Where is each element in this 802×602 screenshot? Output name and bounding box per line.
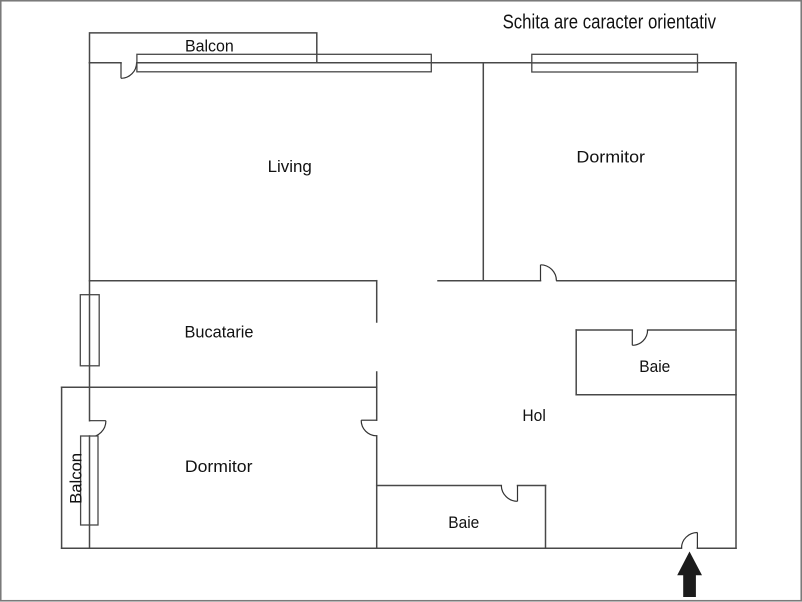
svg-text:Dormitor: Dormitor <box>576 148 645 167</box>
svg-text:Baie: Baie <box>639 357 670 376</box>
svg-text:Balcon: Balcon <box>185 37 234 55</box>
svg-text:Living: Living <box>268 157 312 176</box>
svg-text:Bucatarie: Bucatarie <box>185 322 254 341</box>
svg-text:Baie: Baie <box>448 513 479 532</box>
svg-text:Hol: Hol <box>522 406 545 425</box>
svg-text:Schita are caracter orientativ: Schita are caracter orientativ <box>503 11 716 33</box>
svg-text:Dormitor: Dormitor <box>185 457 253 476</box>
svg-text:Balcon: Balcon <box>68 453 86 504</box>
